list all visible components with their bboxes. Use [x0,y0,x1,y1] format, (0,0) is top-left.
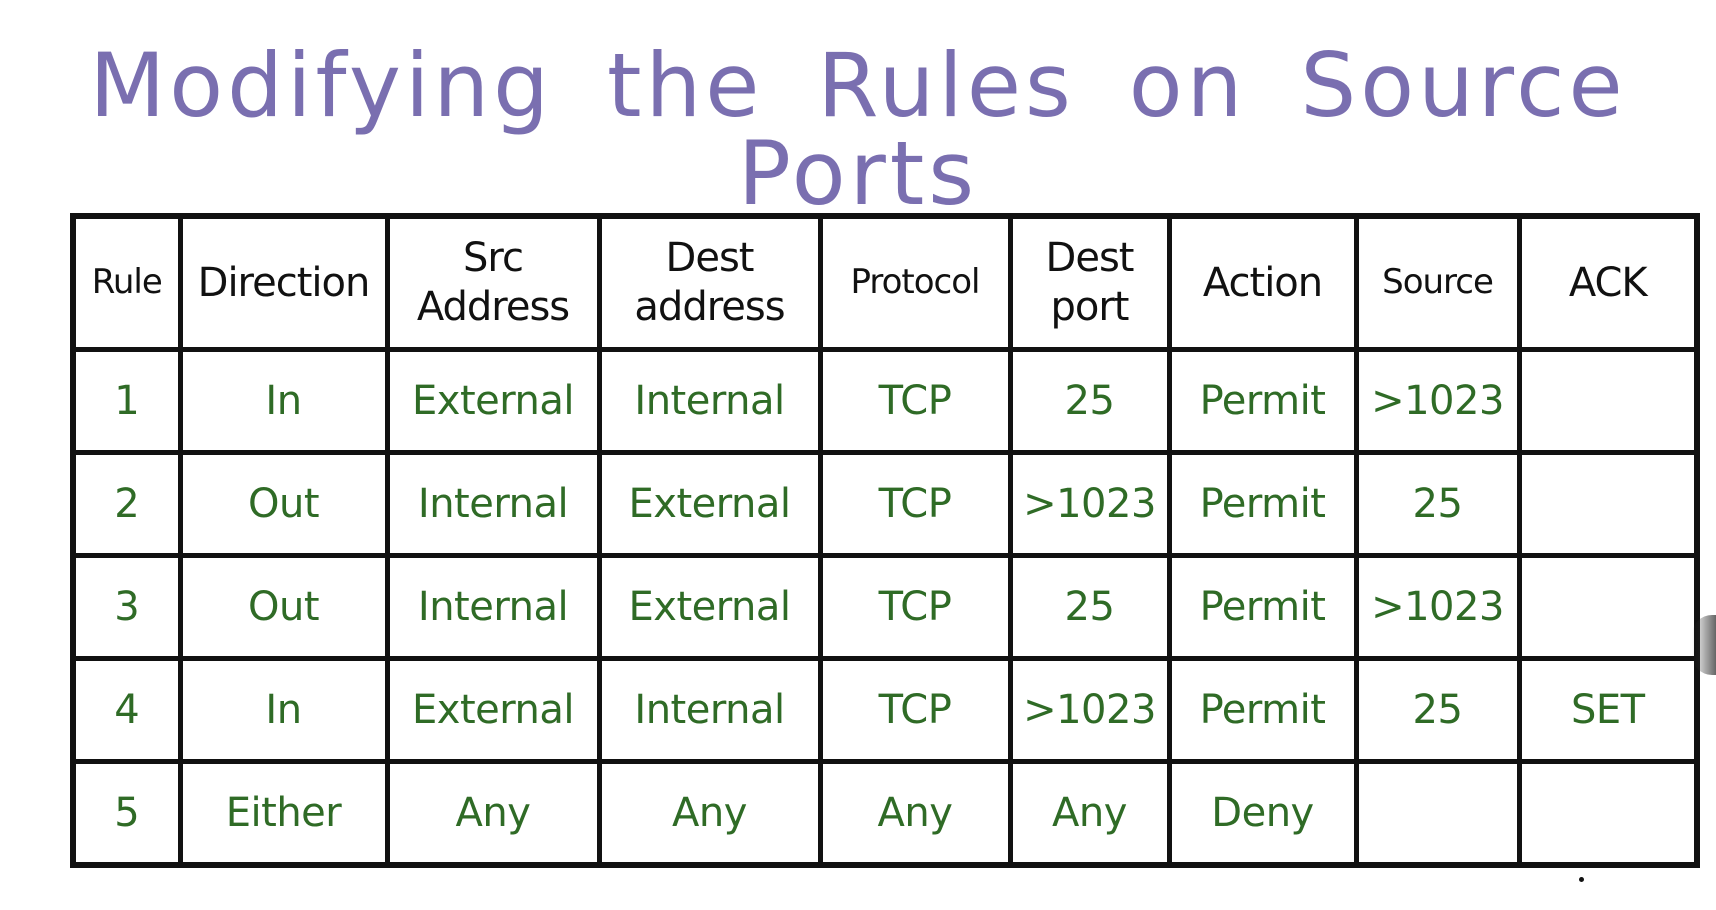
cell-dest-port: >1023 [1007,450,1172,558]
cell-action: Permit [1166,450,1359,558]
cell-src-address: Any [384,759,602,868]
cell-protocol: TCP [817,553,1013,661]
cell-protocol: Any [817,759,1013,868]
cell-dest-port: >1023 [1007,656,1172,764]
table-row: 3 Out Internal External TCP 25 Permit >1… [70,553,1700,661]
cell-ack [1516,759,1700,868]
cell-rule: 5 [70,759,183,868]
table-row: 4 In External Internal TCP >1023 Permit … [70,656,1700,764]
cell-ack: SET [1516,656,1700,764]
cell-dest-port: Any [1007,759,1172,868]
header-src-address: Src Address [384,213,602,352]
ink-dot [1579,877,1584,882]
header-dest-address: Dest address [596,213,823,352]
cell-direction: Either [177,759,390,868]
cell-action: Permit [1166,347,1359,455]
header-ack: ACK [1516,213,1700,352]
cell-action: Permit [1166,553,1359,661]
cell-action: Deny [1166,759,1359,868]
cell-direction: In [177,347,390,455]
cell-rule: 1 [70,347,183,455]
cell-source: 25 [1353,656,1522,764]
cell-dest-address: Internal [596,656,823,764]
header-protocol: Protocol [817,213,1013,352]
cell-direction: In [177,656,390,764]
cell-rule: 2 [70,450,183,558]
cell-src-address: External [384,656,602,764]
cell-rule: 3 [70,553,183,661]
cell-dest-address: Any [596,759,823,868]
header-rule: Rule [70,213,183,352]
cell-ack [1516,450,1700,558]
cell-protocol: TCP [817,347,1013,455]
rules-table: Rule Direction Src Address Dest address … [70,213,1700,868]
cell-source: >1023 [1353,553,1522,661]
header-direction: Direction [177,213,390,352]
cell-dest-address: Internal [596,347,823,455]
cell-protocol: TCP [817,450,1013,558]
cell-direction: Out [177,553,390,661]
header-source: Source [1353,213,1522,352]
table-row: 1 In External Internal TCP 25 Permit >10… [70,347,1700,455]
pen-shadow [1692,615,1716,675]
cell-dest-port: 25 [1007,347,1172,455]
cell-direction: Out [177,450,390,558]
cell-src-address: Internal [384,553,602,661]
cell-ack [1516,553,1700,661]
cell-ack [1516,347,1700,455]
table-row: 2 Out Internal External TCP >1023 Permit… [70,450,1700,558]
cell-source: 25 [1353,450,1522,558]
cell-src-address: External [384,347,602,455]
cell-rule: 4 [70,656,183,764]
cell-protocol: TCP [817,656,1013,764]
cell-source [1353,759,1522,868]
cell-source: >1023 [1353,347,1522,455]
header-dest-port: Dest port [1007,213,1172,352]
cell-dest-port: 25 [1007,553,1172,661]
table-header-row: Rule Direction Src Address Dest address … [70,213,1700,352]
page-title: Modifying the Rules on Source Ports [89,34,1627,225]
cell-dest-address: External [596,553,823,661]
cell-src-address: Internal [384,450,602,558]
table-row: 5 Either Any Any Any Any Deny [70,759,1700,868]
header-action: Action [1166,213,1359,352]
cell-action: Permit [1166,656,1359,764]
cell-dest-address: External [596,450,823,558]
